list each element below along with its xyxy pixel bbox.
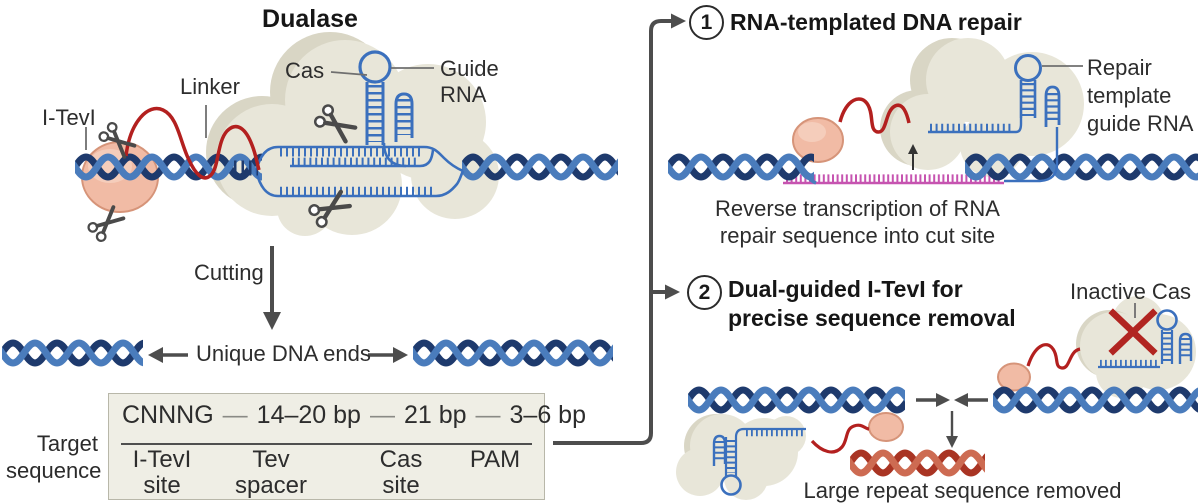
cas-site-column: Cas site xyxy=(379,446,423,499)
dna-helix-panel1-right xyxy=(965,152,1198,182)
panel2-caption: Large repeat sequence removed xyxy=(803,478,1122,503)
linker-red-panel1 xyxy=(838,97,911,134)
dna-helix-panel1-left xyxy=(668,152,814,182)
panel1-title: RNA-templated DNA repair xyxy=(730,9,1022,35)
panel2-title: Dual-guided I-TevI for precise sequence … xyxy=(728,276,1016,331)
tev-spacer-column: Tev spacer xyxy=(234,446,308,499)
r-loop-bubble xyxy=(254,145,465,198)
flow-connector xyxy=(553,13,686,445)
linker-label: Linker xyxy=(180,74,240,99)
guide-rna-label: Guide RNA xyxy=(440,56,499,107)
dash: — xyxy=(222,401,248,429)
linker-red-main xyxy=(124,106,261,180)
insertion-up-arrow xyxy=(908,144,918,170)
cas-site-seq: 21 bp xyxy=(403,401,467,429)
rt-domain-panel1 xyxy=(792,117,844,163)
converge-left-arrow xyxy=(954,393,988,407)
dna-helix-main-right xyxy=(462,152,618,182)
unique-ends-left-arrow xyxy=(148,347,188,363)
target-sequence-label: Target sequence xyxy=(6,431,102,483)
cutting-arrow xyxy=(263,246,281,330)
removed-repeat-helix xyxy=(850,448,985,478)
step-2-badge: 2 xyxy=(687,275,722,310)
inactive-cas-label: Inactive Cas xyxy=(1070,279,1192,304)
dash: — xyxy=(475,401,501,429)
itev-domain-panel2-left xyxy=(868,412,904,442)
unique-dna-ends-label: Unique DNA ends xyxy=(196,341,371,366)
tev-spacer-seq: 14–20 bp xyxy=(256,401,361,429)
pam-seq: 3–6 bp xyxy=(509,401,586,429)
figure-title: Dualase xyxy=(262,5,358,33)
unique-ends-right-arrow xyxy=(368,347,408,363)
guide-rna-hairpins-main xyxy=(358,50,414,168)
pointer-lines xyxy=(85,65,1136,318)
box-rule xyxy=(121,443,532,445)
itev-site-seq: CNNNG xyxy=(122,401,214,429)
step-1-badge: 1 xyxy=(689,5,724,40)
cas-label: Cas xyxy=(285,58,325,83)
pam-column: PAM xyxy=(469,446,521,473)
guide-rna-panel2-left xyxy=(712,427,806,496)
dna-helix-panel2-right xyxy=(993,385,1198,415)
target-sequence-row: CNNNG — 14–20 bp — 21 bp — 3–6 bp xyxy=(122,401,586,430)
linker-red-panel2-right xyxy=(1026,343,1081,370)
repair-template-label: Repair template guide RNA xyxy=(1087,55,1194,136)
red-x-icon xyxy=(1108,308,1158,356)
dash: — xyxy=(369,401,395,429)
removal-down-arrow xyxy=(946,411,958,448)
guide-rna-panel2-right xyxy=(1098,309,1193,369)
inactive-cas-blob-panel2 xyxy=(1076,296,1196,398)
panel1-caption: Reverse transcription of RNA repair sequ… xyxy=(715,196,1000,248)
dna-helix-cut-left xyxy=(2,338,143,368)
dna-strand-dip xyxy=(796,160,817,185)
itev-site-column: I-TevI site xyxy=(132,446,192,499)
linker-red-panel2-left xyxy=(810,423,870,454)
guide-rna-pairing xyxy=(290,149,435,168)
itev-label: I-TevI xyxy=(42,105,96,130)
converge-right-arrow xyxy=(916,393,950,407)
repair-template-guide-rna xyxy=(928,54,1061,183)
dna-helix-cut-right xyxy=(413,338,613,368)
target-sequence-box: CNNNG — 14–20 bp — 21 bp — 3–6 bp I-TevI… xyxy=(108,393,586,500)
dna-helix-main-left xyxy=(75,152,262,182)
cutting-label: Cutting xyxy=(194,260,264,285)
dna-helix-panel2-left xyxy=(688,385,905,415)
